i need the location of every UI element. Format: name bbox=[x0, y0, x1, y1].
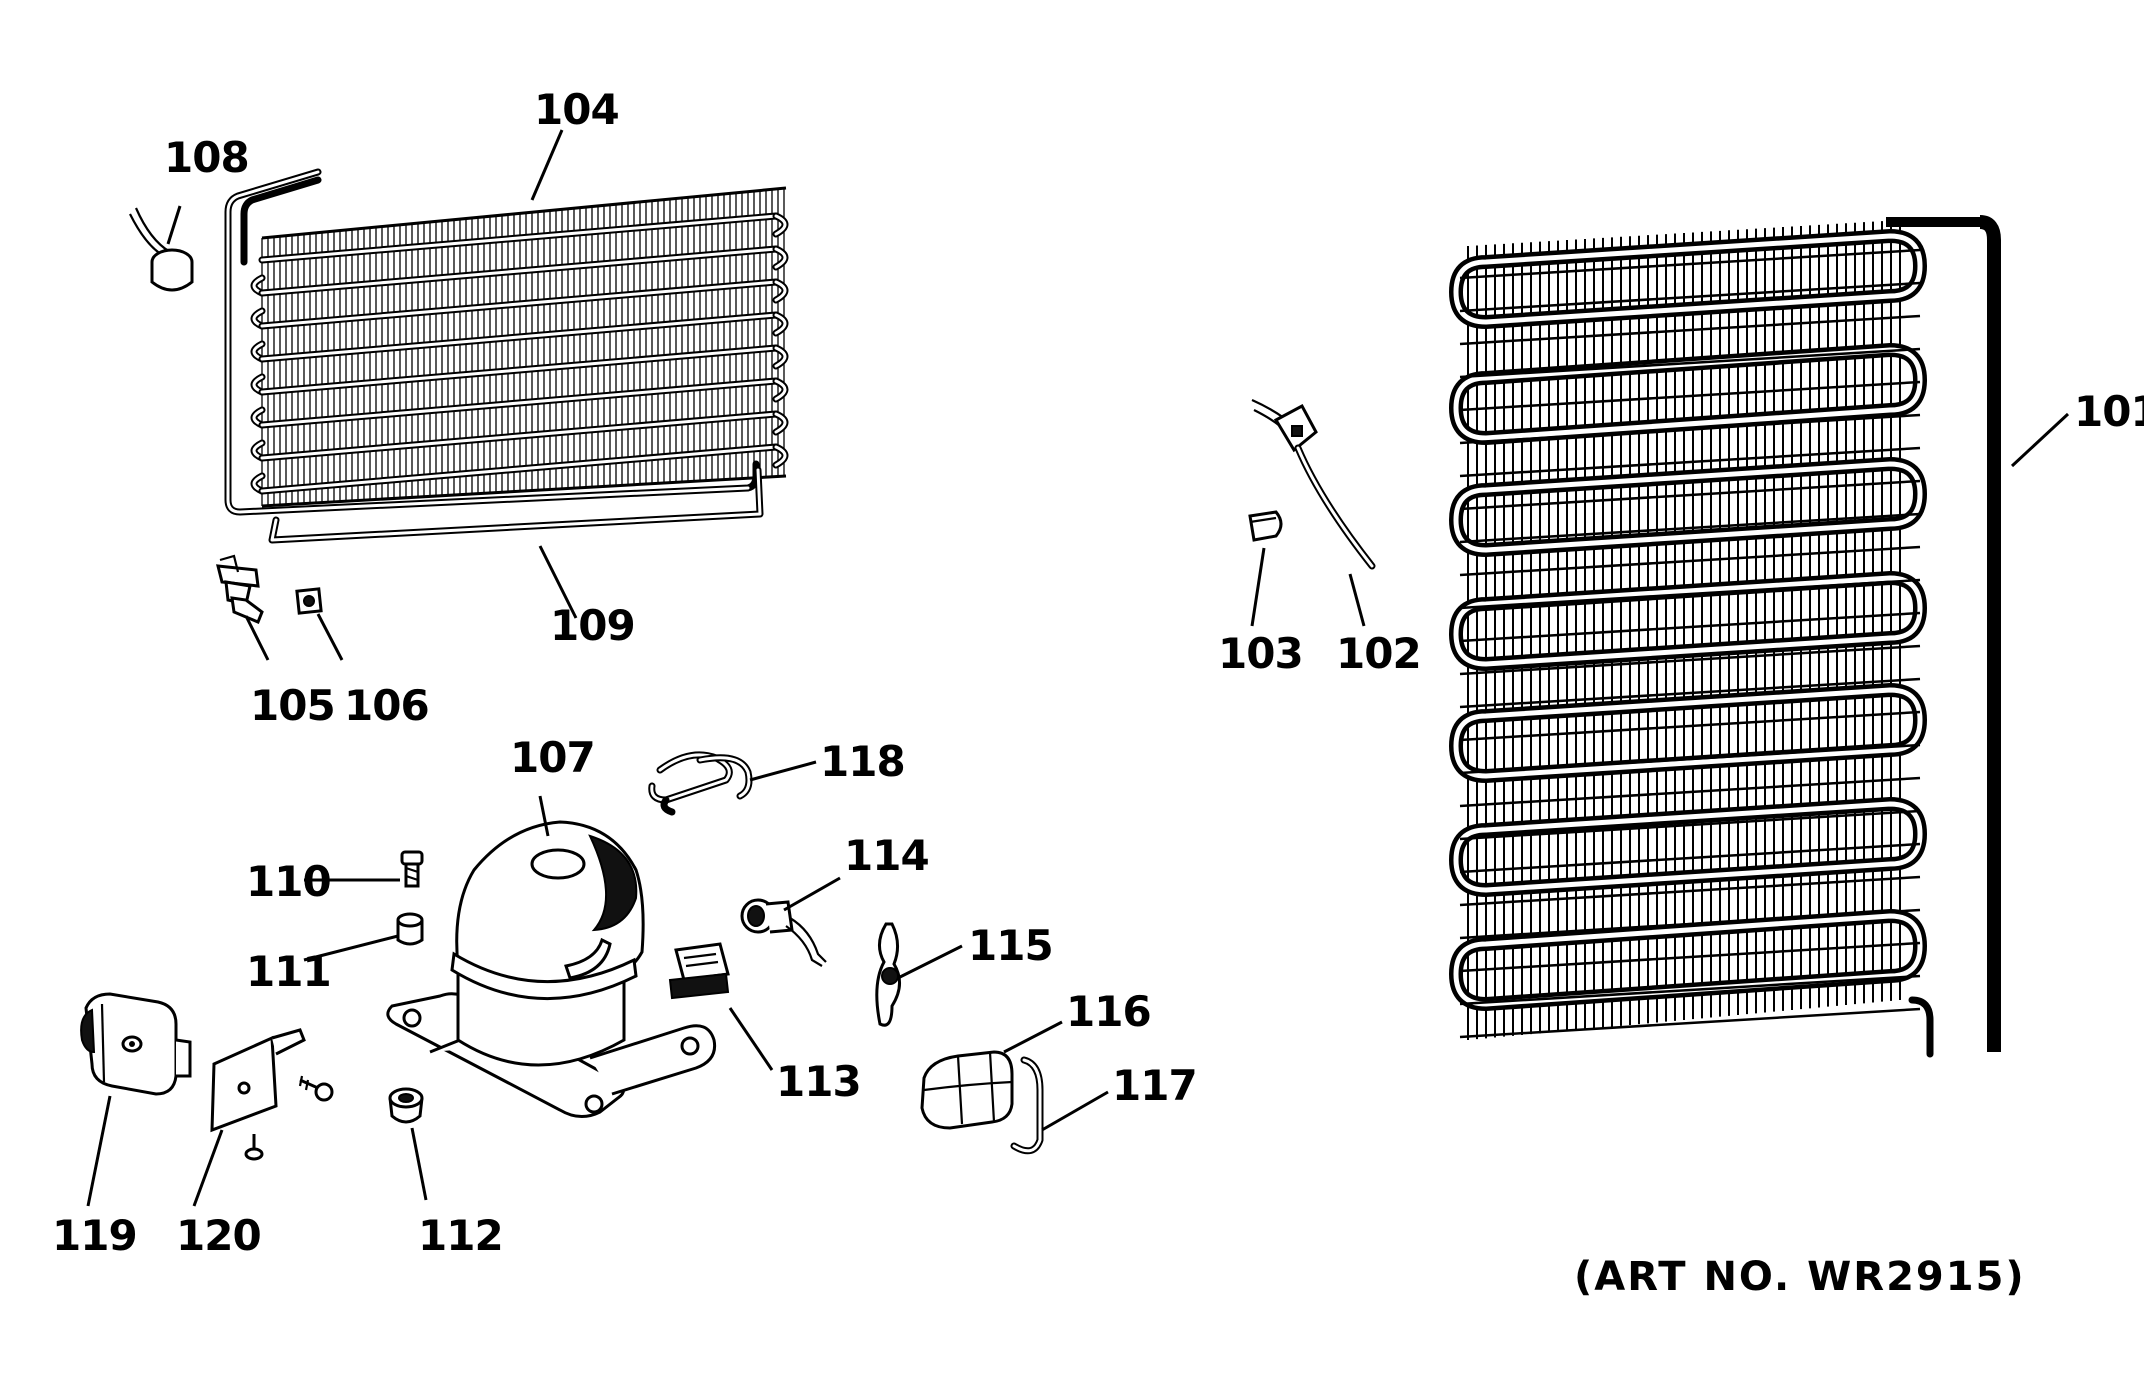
part-113-relay bbox=[668, 942, 730, 1000]
part-105-fitting bbox=[216, 554, 264, 624]
part-103-cap bbox=[1248, 510, 1283, 542]
part-labels: 101 102 103 104 105 106 107 108 109 110 … bbox=[52, 85, 2144, 1300]
part-111-grommet bbox=[396, 912, 424, 946]
label-111: 111 bbox=[246, 947, 331, 996]
label-112: 112 bbox=[418, 1211, 503, 1260]
label-107: 107 bbox=[510, 733, 595, 782]
label-105: 105 bbox=[250, 681, 335, 730]
label-116: 116 bbox=[1066, 987, 1151, 1036]
label-120: 120 bbox=[176, 1211, 261, 1260]
part-112-grommet bbox=[388, 1087, 424, 1124]
label-113: 113 bbox=[776, 1057, 861, 1106]
part-116-cover bbox=[920, 1050, 1014, 1130]
label-103: 103 bbox=[1218, 629, 1303, 678]
label-104: 104 bbox=[534, 85, 619, 134]
condenser-101 bbox=[1448, 215, 2001, 1058]
art-number: (ART NO. WR2915) bbox=[1574, 1254, 2026, 1300]
part-110-bolt bbox=[400, 850, 424, 888]
part-115-clip bbox=[875, 922, 901, 1027]
part-114-overload bbox=[740, 898, 827, 967]
part-106-nut bbox=[295, 587, 323, 615]
label-108: 108 bbox=[164, 133, 249, 182]
label-109: 109 bbox=[550, 601, 635, 650]
part-107-compressor bbox=[386, 820, 717, 1118]
label-106: 106 bbox=[344, 681, 429, 730]
part-102-cord bbox=[1251, 398, 1376, 570]
label-102: 102 bbox=[1336, 629, 1421, 678]
label-115: 115 bbox=[968, 921, 1053, 970]
label-101: 101 bbox=[2074, 387, 2144, 436]
part-117-clip bbox=[1010, 1056, 1044, 1155]
label-119: 119 bbox=[52, 1211, 137, 1260]
label-114: 114 bbox=[844, 831, 929, 880]
label-110: 110 bbox=[246, 857, 331, 906]
part-118-clip bbox=[648, 751, 753, 816]
label-117: 117 bbox=[1112, 1061, 1197, 1110]
evaporator-104 bbox=[224, 168, 789, 544]
part-119-thermostat bbox=[80, 992, 192, 1096]
leader-lines bbox=[86, 129, 2070, 1207]
part-108-sensor bbox=[129, 207, 194, 292]
part-120-bracket bbox=[210, 1028, 334, 1161]
label-118: 118 bbox=[820, 737, 905, 786]
